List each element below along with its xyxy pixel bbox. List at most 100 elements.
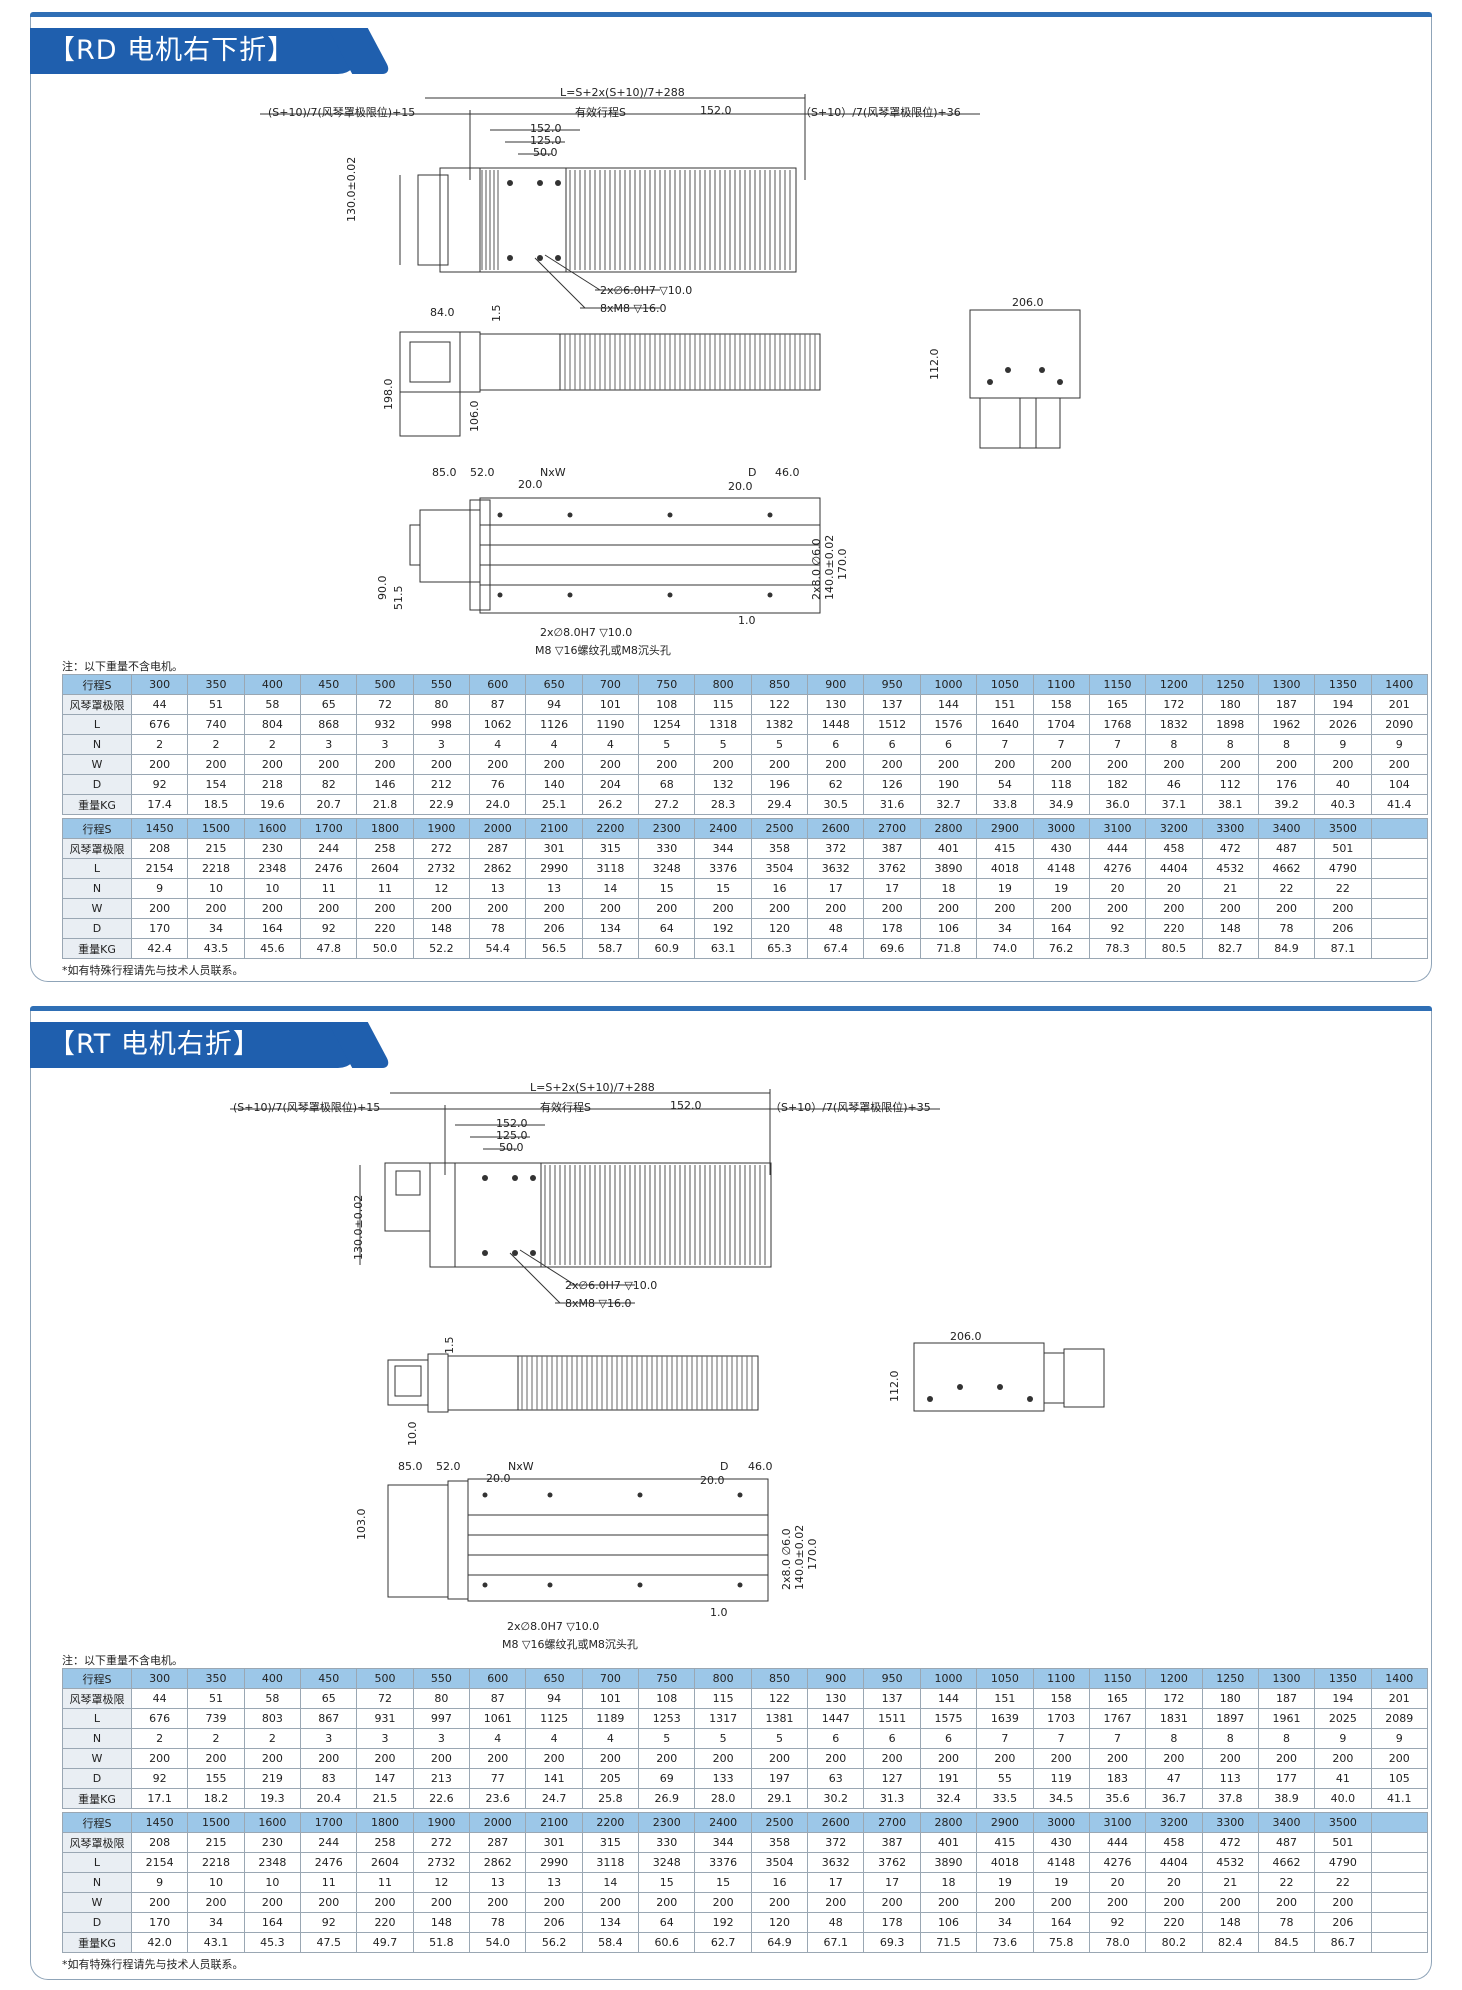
table-cell: 700 [581, 1668, 640, 1689]
table-cell: 1703 [1032, 1708, 1090, 1729]
table-cell: 154 [187, 774, 245, 795]
table-cell: 200 [469, 1892, 527, 1913]
table-cell: 101 [581, 694, 640, 715]
table-cell: 444 [1088, 838, 1147, 859]
table-cell: 2154 [130, 1852, 189, 1873]
table-cell: 4404 [1145, 858, 1203, 879]
table-cell: 37.8 [1201, 1788, 1259, 1809]
table-cell: 1125 [525, 1708, 583, 1729]
rd-end-view-drawing [969, 309, 1081, 449]
table-cell: 1400 [1370, 674, 1429, 695]
table-cell [1370, 1812, 1429, 1833]
table-cell: 244 [300, 1832, 358, 1853]
table-cell: 4404 [1145, 1852, 1203, 1873]
table-cell: 92 [130, 1768, 189, 1789]
table-cell: 9 [1370, 1728, 1429, 1749]
table-cell: 11 [356, 1872, 414, 1893]
table-cell: 191 [919, 1768, 978, 1789]
table-cell: 3000 [1032, 818, 1090, 839]
table-cell: 350 [187, 1668, 245, 1689]
table-cell: 200 [130, 1892, 189, 1913]
table-cell: 164 [243, 1912, 302, 1933]
table-cell: 220 [1145, 918, 1203, 939]
table-cell: 803 [243, 1708, 302, 1729]
table-cell: 200 [750, 1892, 809, 1913]
rt-hole2: 8xM8 ▽16.0 [565, 1297, 632, 1310]
table-cell: 200 [750, 754, 809, 775]
table-cell: 21 [1201, 878, 1259, 899]
rd-d85: 85.0 [432, 466, 457, 479]
table-cell: 4790 [1314, 858, 1372, 879]
table-cell: 200 [243, 1748, 302, 1769]
table-cell: 4662 [1257, 858, 1316, 879]
table-cell: 200 [1257, 898, 1316, 919]
table-cell: 200 [1257, 1892, 1316, 1913]
table-cell: 3762 [863, 1852, 921, 1873]
table-cell: 200 [638, 1748, 696, 1769]
table-cell: 52.2 [412, 938, 471, 959]
table-cell: 8 [1201, 734, 1259, 755]
table-cell: 75.8 [1032, 1932, 1090, 1953]
table-cell: 1350 [1314, 674, 1372, 695]
table-cell: 20.7 [300, 794, 358, 815]
table-cell: 1900 [412, 818, 471, 839]
table-cell: 30.5 [807, 794, 865, 815]
table-cell: 200 [638, 754, 696, 775]
table-cell: 200 [976, 1748, 1034, 1769]
table-cell: 182 [1088, 774, 1147, 795]
row-label: 风琴罩极限 [62, 694, 132, 715]
table-cell: 6 [807, 734, 865, 755]
table-cell: 8 [1257, 1728, 1316, 1749]
table-cell: 18.2 [187, 1788, 245, 1809]
table-cell: 1381 [750, 1708, 809, 1729]
table-cell: 676 [130, 1708, 189, 1729]
table-cell: 33.5 [976, 1788, 1034, 1809]
table-cell: 22.6 [412, 1788, 471, 1809]
table-cell: 200 [976, 898, 1034, 919]
row-label: 风琴罩极限 [62, 838, 132, 859]
table-cell: 315 [581, 1832, 640, 1853]
table-cell: 108 [638, 1688, 696, 1709]
table-cell: 26.9 [638, 1788, 696, 1809]
table-cell: 28.3 [694, 794, 752, 815]
table-cell: 42.4 [130, 938, 189, 959]
rt-h112: 112.0 [888, 1370, 901, 1403]
table-cell: 16 [750, 878, 809, 899]
table-cell: 1640 [976, 714, 1034, 735]
table-cell: 64 [638, 1912, 696, 1933]
table-cell: 21.5 [356, 1788, 414, 1809]
table-cell: 3 [356, 734, 414, 755]
table-cell: 219 [243, 1768, 302, 1789]
table-cell: 1704 [1032, 714, 1090, 735]
rt-stroke: 有效行程S [540, 1101, 591, 1114]
table-cell: 17 [807, 878, 865, 899]
table-cell: 1300 [1257, 674, 1316, 695]
table-cell: 78 [1257, 1912, 1316, 1933]
table-cell: 3248 [638, 858, 696, 879]
table-cell: 9 [1314, 734, 1372, 755]
rd-h90: 90.0 [376, 575, 389, 601]
table-cell: 372 [807, 1832, 865, 1853]
table-cell: 115 [694, 694, 752, 715]
table-cell: 200 [412, 1892, 471, 1913]
rd-v6: 2x8.0 ∅6.0 [810, 538, 823, 600]
table-cell: 3632 [807, 858, 865, 879]
table-cell [1370, 1832, 1429, 1853]
table-cell: 1575 [919, 1708, 978, 1729]
rt-h10: 10.0 [406, 1421, 419, 1447]
table-cell: 19 [976, 1872, 1034, 1893]
table-cell: 200 [638, 1892, 696, 1913]
table-cell: 3504 [750, 858, 809, 879]
table-cell: 4532 [1201, 1852, 1259, 1873]
table-cell: 739 [187, 1708, 245, 1729]
row-label: 重量KG [62, 794, 132, 815]
table-cell: 740 [187, 714, 245, 735]
table-cell: 3200 [1145, 1812, 1203, 1833]
table-cell: 183 [1088, 1768, 1147, 1789]
table-cell: 76 [469, 774, 527, 795]
